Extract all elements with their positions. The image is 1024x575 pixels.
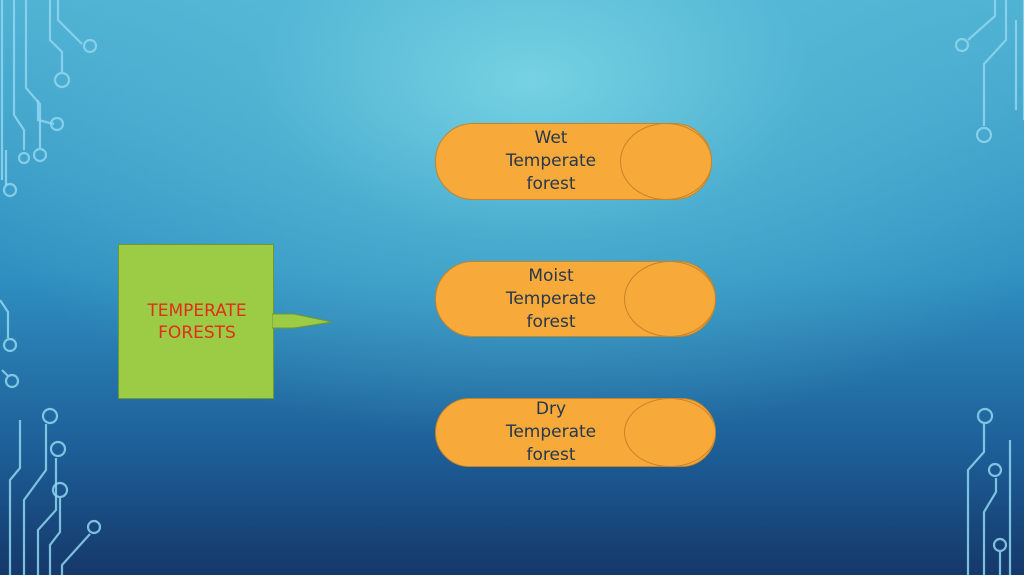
category-wet-label: Wet Temperate forest bbox=[505, 128, 597, 194]
category-moist: Moist Temperate forest bbox=[435, 261, 716, 337]
category-dry-label: Dry Temperate forest bbox=[505, 399, 597, 465]
callout-pointer-icon bbox=[272, 313, 333, 329]
pill-cap-wet bbox=[620, 124, 711, 199]
category-wet: Wet Temperate forest bbox=[435, 123, 712, 200]
pill-cap-dry bbox=[624, 399, 715, 466]
category-moist-label: Moist Temperate forest bbox=[505, 265, 597, 332]
pill-cap-moist bbox=[624, 262, 715, 336]
main-topic-label: TEMPERATE FORESTS bbox=[147, 300, 247, 343]
category-dry: Dry Temperate forest bbox=[435, 398, 716, 467]
main-topic-box: TEMPERATE FORESTS bbox=[118, 244, 274, 399]
